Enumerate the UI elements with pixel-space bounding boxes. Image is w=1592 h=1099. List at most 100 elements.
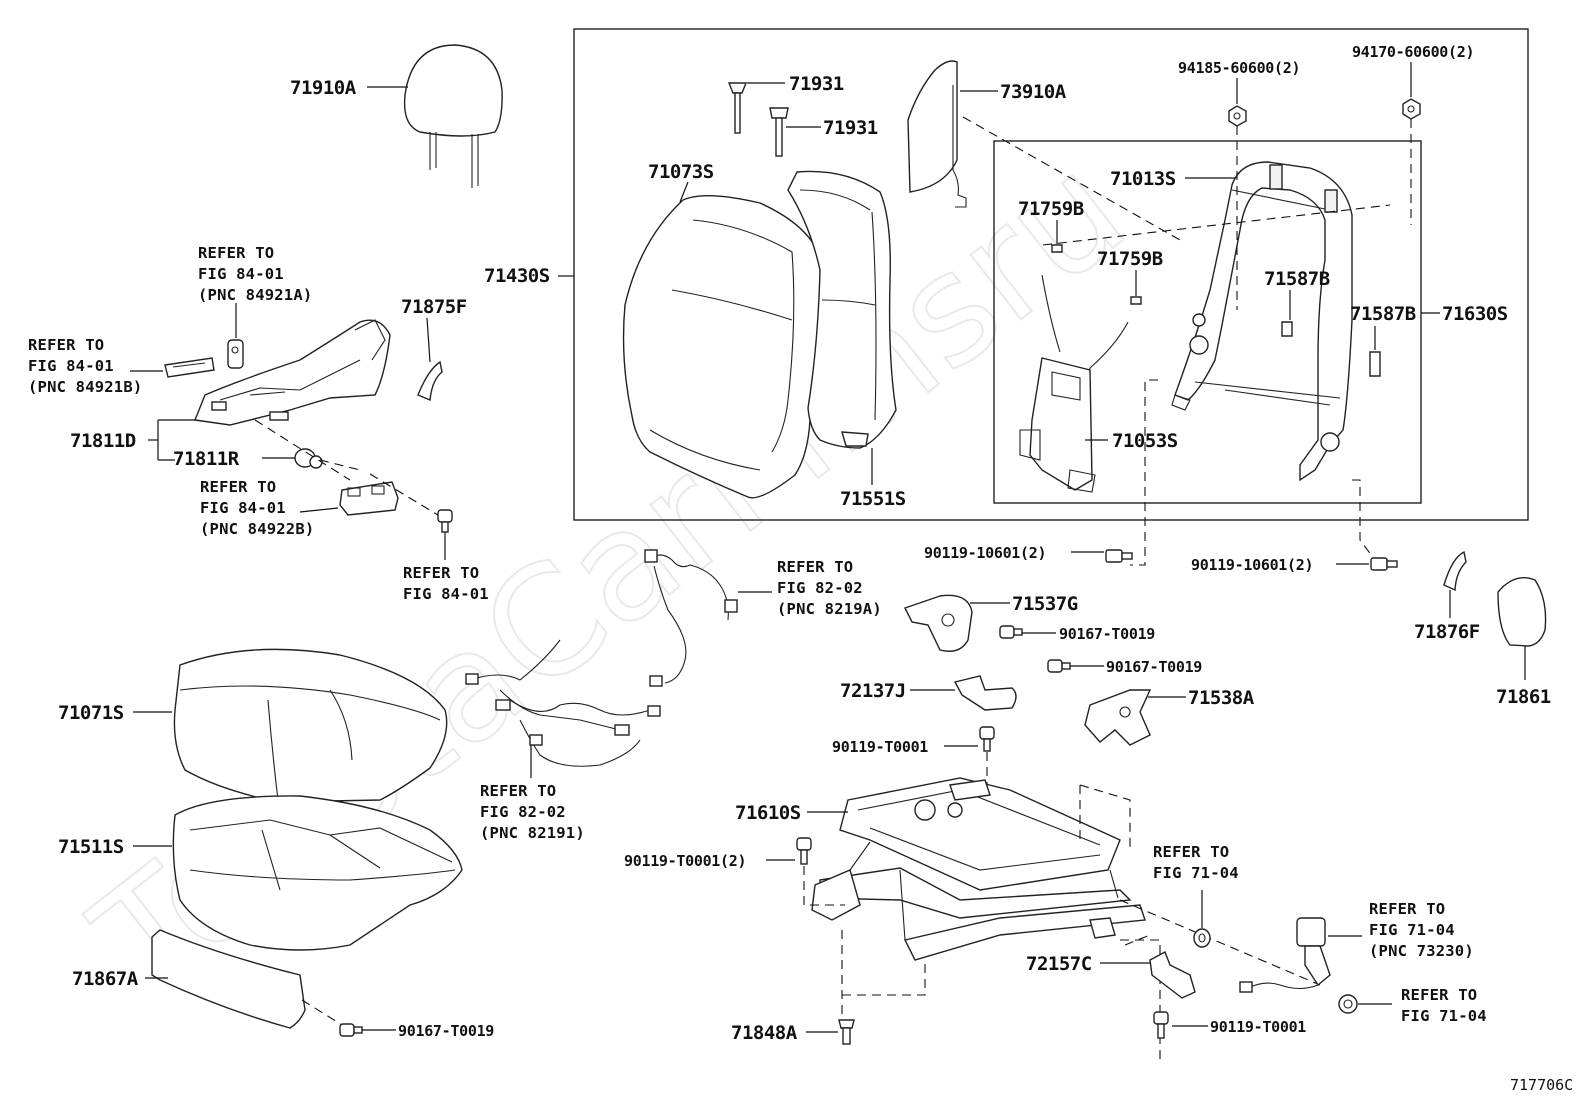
part-number-71867A[interactable]: 71867A [72,968,139,990]
part-number-71610S[interactable]: 71610S [735,802,801,824]
clip-71587B-right-part[interactable] [1369,351,1381,377]
ref-fig-84-01-screw[interactable]: REFER TO FIG 84-01 [403,564,489,603]
ref-84922B[interactable]: REFER TO FIG 84-01 (PNC 84922B) [200,478,314,538]
part-number-71071S[interactable]: 71071S [58,702,124,724]
ref-84921A[interactable]: REFER TO FIG 84-01 (PNC 84921A) [198,244,312,304]
bolt-90119-10601-right-part[interactable] [1370,557,1398,571]
washer-fig-71-04-part[interactable] [1193,928,1211,948]
seatback-pad-71551S-part[interactable] [787,170,897,449]
ref-84921B[interactable]: REFER TO FIG 84-01 (PNC 84921B) [28,336,142,396]
bolt-90167-T0019-lower-part[interactable] [339,1023,363,1037]
part-number-71759B-right[interactable]: 71759B [1097,248,1163,270]
panel-71867A-part[interactable] [151,929,306,1029]
nut-94185-60600-part[interactable] [1228,105,1247,127]
clip-71931-lower-part[interactable] [769,107,789,157]
seatback-frame-71013S-part[interactable] [1171,161,1353,482]
diagram-code: 717706C [1510,1076,1573,1094]
switch-84921B-part[interactable] [164,357,215,378]
part-number-94185-60600[interactable]: 94185-60600(2) [1178,59,1301,77]
side-trim-73910A-part[interactable] [907,60,967,208]
wire-harness-82191-part[interactable] [465,639,661,767]
ref-fig-71-04-nut[interactable]: REFER TO FIG 71-04 [1401,986,1487,1025]
bolt-90119-T0001-2-part[interactable] [796,837,812,865]
part-number-73910A[interactable]: 73910A [1000,81,1067,103]
assembly-line [1042,204,1391,246]
part-number-90119-T0001-lower[interactable]: 90119-T0001 [1210,1018,1307,1036]
switch-84921A-part[interactable] [227,339,244,369]
part-number-90167-T0019-lower[interactable]: 90167-T0019 [398,1022,495,1040]
clip-71587B-left-part[interactable] [1281,321,1293,337]
bolt-90167-T0019-middle-part[interactable] [1047,659,1071,673]
seat-pad-71511S-part[interactable] [172,795,463,951]
part-number-90119-10601-right[interactable]: 90119-10601(2) [1191,556,1314,574]
knob-71811R-part[interactable] [294,448,323,469]
part-number-71876F[interactable]: 71876F [1414,621,1480,643]
bracket-71537G-part[interactable] [904,594,973,652]
bolt-90119-10601-left-part[interactable] [1105,549,1133,563]
bolt-90119-T0001-lower-part[interactable] [1153,1011,1169,1039]
side-shield-71811D-part[interactable] [194,319,391,426]
bracket-72137J-part[interactable] [953,675,1017,711]
bolt-90167-T0019-upper-part[interactable] [999,625,1023,639]
part-number-90119-10601-left[interactable]: 90119-10601(2) [924,544,1047,562]
part-number-71538A[interactable]: 71538A [1188,687,1255,709]
nut-94170-60600-part[interactable] [1402,98,1421,120]
part-number-71587B-right[interactable]: 71587B [1350,303,1416,325]
part-number-71053S[interactable]: 71053S [1112,430,1178,452]
seat-belt-buckle-73230-part[interactable] [1239,917,1331,993]
part-number-71931-upper[interactable]: 71931 [789,73,844,95]
seatback-cover-71073S-part[interactable] [622,194,823,499]
part-number-71861[interactable]: 71861 [1496,686,1551,708]
knob-71861-part[interactable] [1497,577,1547,647]
ref-line: (PNC 73230) [1369,942,1474,960]
part-number-71931-lower[interactable]: 71931 [823,117,878,139]
wire-harness-8219A-part[interactable] [644,549,738,687]
ref-82191[interactable]: REFER TO FIG 82-02 (PNC 82191) [480,782,585,842]
bracket-71538A-part[interactable] [1084,689,1152,746]
part-number-90119-T0001-2[interactable]: 90119-T0001(2) [624,852,747,870]
clip-71759B-left-part[interactable] [1051,244,1063,253]
clip-71759B-right-part[interactable] [1130,296,1142,305]
part-number-71848A[interactable]: 71848A [731,1022,798,1044]
ref-8219A[interactable]: REFER TO FIG 82-02 (PNC 8219A) [777,558,882,618]
part-number-71013S[interactable]: 71013S [1110,168,1176,190]
part-number-72157C[interactable]: 72157C [1026,953,1092,975]
part-number-72137J[interactable]: 72137J [840,680,906,702]
part-number-90167-T0019-middle[interactable]: 90167-T0019 [1106,658,1203,676]
cover-71876F-part[interactable] [1443,550,1467,592]
screw-fig-84-01-part[interactable] [437,509,453,533]
part-number-90167-T0019-upper[interactable]: 90167-T0019 [1059,625,1156,643]
part-number-71430S[interactable]: 71430S [484,265,550,287]
bracket-72157C-part[interactable] [1149,951,1196,999]
clip-71931-upper-part[interactable] [727,82,748,134]
part-number-71759B-left[interactable]: 71759B [1018,198,1084,220]
lumbar-support-71053S-part[interactable] [1019,274,1129,493]
nut-fig-71-04-part[interactable] [1338,994,1358,1014]
part-number-71551S[interactable]: 71551S [840,488,906,510]
assembly-line [962,116,1181,241]
seat-cover-71071S-part[interactable] [173,648,448,803]
part-number-71910A[interactable]: 71910A [290,77,357,99]
part-number-71875F[interactable]: 71875F [401,296,467,318]
part-number-71587B-left[interactable]: 71587B [1264,268,1330,290]
ref-fig-71-04-washer[interactable]: REFER TO FIG 71-04 [1153,843,1239,882]
part-number-71811R[interactable]: 71811R [173,448,240,470]
part-number-71511S[interactable]: 71511S [58,836,124,858]
headrest-71910A-part[interactable] [403,44,503,188]
part-number-71811D[interactable]: 71811D [70,430,136,452]
ref-line: FIG 84-01 [403,585,489,603]
part-number-71537G[interactable]: 71537G [1012,593,1078,615]
part-number-71073S[interactable]: 71073S [648,161,714,183]
part-number-71630S[interactable]: 71630S [1442,303,1508,325]
ref-line: REFER TO [198,244,274,262]
switch-84922B-part[interactable] [339,481,399,516]
ref-73230[interactable]: REFER TO FIG 71-04 (PNC 73230) [1369,900,1474,960]
part-number-94170-60600[interactable]: 94170-60600(2) [1352,43,1475,61]
bolt-90119-T0001-upper-part[interactable] [979,726,995,752]
ref-line: (PNC 82191) [480,824,585,842]
cover-71875F-part[interactable] [417,360,443,402]
seat-adjuster-71610S-part[interactable] [811,777,1146,961]
ref-line: FIG 84-01 [28,357,114,375]
pin-71848A-part[interactable] [838,1019,855,1045]
part-number-90119-T0001-upper[interactable]: 90119-T0001 [832,738,929,756]
